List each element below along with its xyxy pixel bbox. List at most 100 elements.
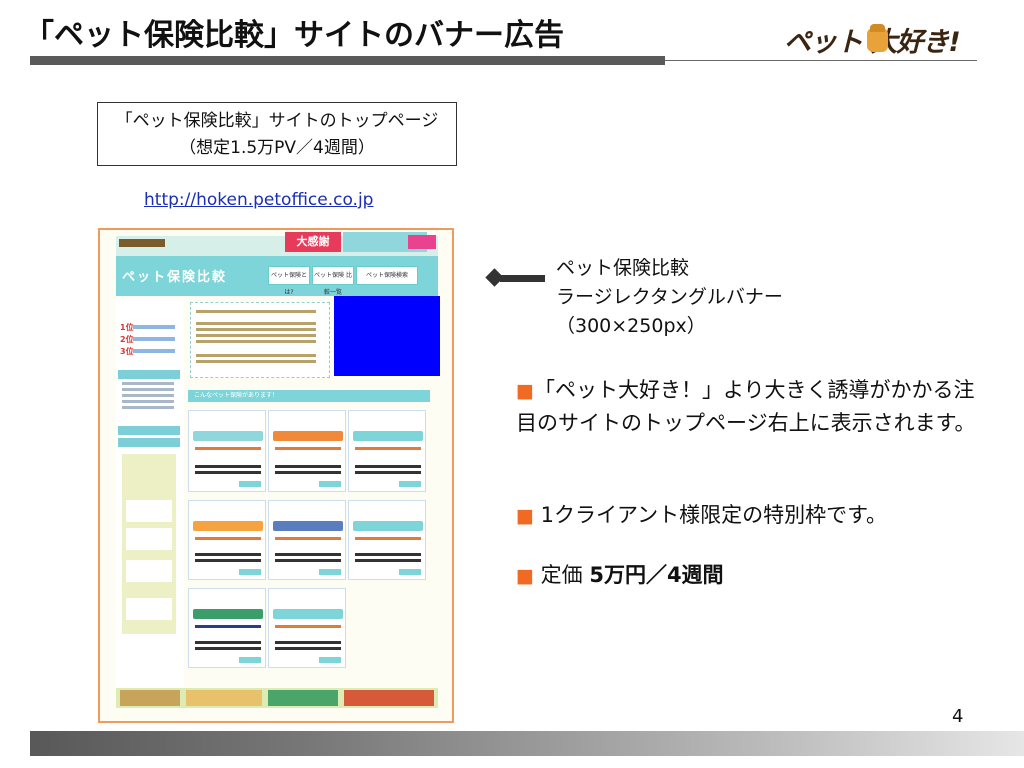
pointer-arrow-line	[500, 275, 545, 282]
card-detail-button[interactable]	[399, 481, 421, 487]
card-text	[195, 559, 261, 562]
bullet-marker: ■	[516, 505, 534, 527]
card-text	[275, 647, 341, 650]
site-side-menu-2[interactable]	[118, 426, 180, 435]
site-side-link[interactable]	[122, 406, 174, 409]
site-side-ad[interactable]	[126, 500, 172, 522]
site-side-link[interactable]	[122, 400, 174, 403]
site-campaign-banner-3[interactable]	[408, 235, 436, 249]
site-screenshot: 大感謝 ペット保険比較 ペット保険とは? ペット保険 比較一覧 ペット保険検索 …	[98, 228, 454, 723]
site-nav-about[interactable]: ペット保険とは?	[268, 266, 310, 296]
card-detail-button[interactable]	[319, 569, 341, 575]
card-text	[355, 537, 421, 540]
footer-banner[interactable]	[268, 690, 338, 706]
page-number: 4	[952, 706, 964, 727]
bullet-text-prefix: 定価	[540, 563, 590, 587]
site-side-link[interactable]	[122, 382, 174, 385]
card-banner	[193, 609, 263, 619]
site-intro-text	[196, 334, 316, 337]
footer-gradient-bar	[0, 731, 1024, 756]
callout-line-1: ペット保険比較	[556, 257, 690, 279]
site-side-menu-3[interactable]	[118, 438, 180, 447]
site-side-ad[interactable]	[126, 528, 172, 550]
bullet-text: 1クライアント様限定の特別枠です。	[540, 503, 888, 527]
bullet-text: 「ペット大好き！」より大きく誘導がかかる注目のサイトのトップページ右上に表示され…	[516, 378, 976, 435]
site-insurance-card[interactable]	[348, 410, 426, 492]
card-text	[195, 625, 261, 628]
site-side-ad[interactable]	[126, 598, 172, 620]
card-text	[355, 447, 421, 450]
large-rectangle-ad-slot[interactable]	[334, 296, 440, 376]
footer-bar-gap	[0, 731, 30, 756]
site-nav-search[interactable]: ペット保険検索	[356, 266, 418, 285]
site-side-link[interactable]	[122, 394, 174, 397]
site-intro-text	[196, 340, 316, 343]
callout-line-2: ラージレクタングルバナー	[556, 286, 783, 308]
card-text	[275, 537, 341, 540]
site-footer-links[interactable]	[116, 711, 438, 717]
bullet-item: ■「ペット大好き！」より大きく誘導がかかる注目のサイトのトップページ右上に表示さ…	[516, 374, 976, 439]
site-intro-text	[196, 310, 316, 313]
card-text	[355, 465, 421, 468]
site-insurance-card[interactable]	[188, 588, 266, 668]
card-banner	[193, 431, 263, 441]
site-intro-text	[196, 360, 316, 363]
bullet-item: ■ 定価 5万円／4週間	[516, 559, 976, 592]
footer-banner[interactable]	[344, 690, 434, 706]
bullet-item: ■ 1クライアント様限定の特別枠です。	[516, 499, 976, 532]
card-detail-button[interactable]	[319, 657, 341, 663]
site-rank-2-bar[interactable]	[133, 337, 175, 341]
site-url-link[interactable]: http://hoken.petoffice.co.jp	[144, 190, 374, 210]
site-insurance-card[interactable]	[268, 500, 346, 580]
site-rank-2: 2位	[120, 335, 134, 344]
petdaisuki-logo: ペット 大好き!	[784, 20, 980, 62]
site-nav-compare[interactable]: ペット保険 比較一覧	[312, 266, 354, 296]
site-insurance-card[interactable]	[268, 588, 346, 668]
card-detail-button[interactable]	[239, 657, 261, 663]
bullet-marker: ■	[516, 380, 534, 402]
site-side-menu-1[interactable]	[118, 370, 180, 379]
site-insurance-card[interactable]	[188, 410, 266, 492]
callout-line-3: （300×250px）	[556, 315, 706, 337]
site-rank-1-bar[interactable]	[133, 325, 175, 329]
page-caption-box: 「ペット保険比較」サイトのトップページ （想定1.5万PV／4週間）	[97, 102, 457, 166]
site-side-ad[interactable]	[126, 560, 172, 582]
card-detail-button[interactable]	[239, 481, 261, 487]
footer-banner[interactable]	[186, 690, 262, 706]
pointer-arrow-head	[485, 268, 504, 287]
card-detail-button[interactable]	[239, 569, 261, 575]
footer-banner[interactable]	[120, 690, 180, 706]
card-text	[275, 465, 341, 468]
caption-line-1: 「ペット保険比較」サイトのトップページ	[115, 111, 439, 131]
card-banner	[353, 431, 423, 441]
title-underline-bar	[30, 56, 665, 65]
card-text	[195, 647, 261, 650]
banner-callout: ペット保険比較 ラージレクタングルバナー （300×250px）	[556, 254, 783, 341]
card-text	[195, 465, 261, 468]
site-footer-banners	[116, 688, 438, 708]
card-text	[355, 559, 421, 562]
card-banner	[273, 521, 343, 531]
card-text	[275, 641, 341, 644]
site-insurance-card[interactable]	[268, 410, 346, 492]
card-text	[195, 471, 261, 474]
site-rank-3: 3位	[120, 347, 134, 356]
site-side-link[interactable]	[122, 388, 174, 391]
card-detail-button[interactable]	[399, 569, 421, 575]
bullet-marker: ■	[516, 565, 534, 587]
site-rank-3-bar[interactable]	[133, 349, 175, 353]
site-rank-1: 1位	[120, 323, 134, 332]
card-text	[275, 625, 341, 628]
site-insurance-card[interactable]	[188, 500, 266, 580]
card-text	[195, 447, 261, 450]
dog-icon	[867, 24, 888, 52]
card-text	[355, 471, 421, 474]
site-campaign-banner-2[interactable]	[343, 232, 427, 252]
card-text	[275, 553, 341, 556]
site-insurance-card[interactable]	[348, 500, 426, 580]
card-text	[195, 641, 261, 644]
card-text	[275, 447, 341, 450]
site-campaign-banner[interactable]: 大感謝	[285, 232, 341, 252]
card-detail-button[interactable]	[319, 481, 341, 487]
card-text	[275, 559, 341, 562]
